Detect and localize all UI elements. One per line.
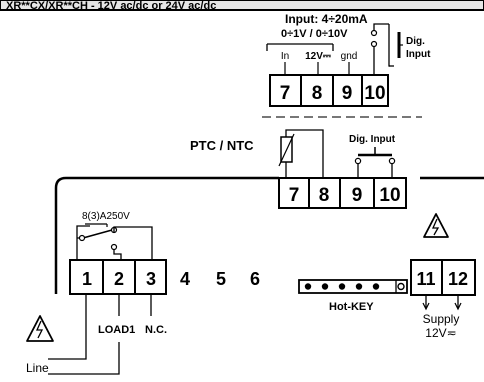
probe-terminal-group: PTC / NTC Dig. Input 7 8 9 10 — [190, 129, 407, 209]
terminal-3: 3 — [146, 269, 156, 289]
terminal-7-probe: 7 — [289, 185, 300, 206]
dig-label-1: Dig. — [406, 36, 425, 47]
nc-label: N.C. — [145, 324, 167, 336]
electric-hazard-icon — [423, 213, 449, 238]
terminal-9-top: 9 — [342, 83, 353, 104]
terminal-10-probe: 10 — [379, 185, 400, 206]
dig-input-label: Dig. Input — [349, 134, 396, 145]
input-terminal-group: Input: 4÷20mA 0÷1V / 0÷10V In 12V⎓ gnd D… — [266, 12, 431, 107]
supply-voltage: 12V≂ — [425, 326, 456, 340]
terminal-4: 4 — [180, 269, 190, 289]
relay-rating: 8(3)A250V — [82, 211, 130, 222]
controller-housing — [54, 176, 484, 294]
input-title: Input: 4÷20mA — [285, 12, 368, 26]
supply-terminal-group: 11 12 Supply 12V≂ — [410, 259, 476, 340]
hotkey-connector: Hot-KEY — [298, 279, 408, 313]
load-label: LOAD1 — [98, 324, 135, 336]
line-wiring: LOAD1 N.C. Line — [26, 294, 167, 375]
input-sub: 0÷1V / 0÷10V — [281, 28, 348, 40]
terminal-8-top: 8 — [312, 83, 323, 104]
line-label: Line — [26, 361, 49, 375]
dig-label-2: Input — [406, 49, 431, 60]
terminal-6: 6 — [250, 269, 260, 289]
pin-label-12v: 12V⎓ — [305, 51, 331, 62]
supply-label: Supply — [423, 312, 460, 326]
pin-label-in: In — [281, 51, 289, 62]
terminal-9-probe: 9 — [352, 185, 363, 206]
output-terminal-group: 1 2 3 4 5 6 — [69, 259, 260, 295]
terminal-7-top: 7 — [280, 83, 291, 104]
terminal-12: 12 — [448, 269, 468, 289]
electric-hazard-icon — [26, 315, 54, 342]
header-band: XR**CX/XR**CH - 12V ac/dc or 24V ac/dc — [0, 0, 484, 12]
relay-group: 8(3)A250V — [76, 211, 153, 260]
ptc-label: PTC / NTC — [190, 138, 254, 153]
terminal-10-top: 10 — [364, 83, 385, 104]
terminal-8-probe: 8 — [319, 185, 330, 206]
terminal-2: 2 — [114, 269, 124, 289]
terminal-11: 11 — [416, 269, 435, 289]
terminal-5: 5 — [216, 269, 226, 289]
header-text: XR**CX/XR**CH - 12V ac/dc or 24V ac/dc — [6, 0, 216, 12]
terminal-1: 1 — [82, 269, 92, 289]
pin-label-gnd: gnd — [341, 51, 358, 62]
hotkey-label: Hot-KEY — [329, 301, 374, 313]
